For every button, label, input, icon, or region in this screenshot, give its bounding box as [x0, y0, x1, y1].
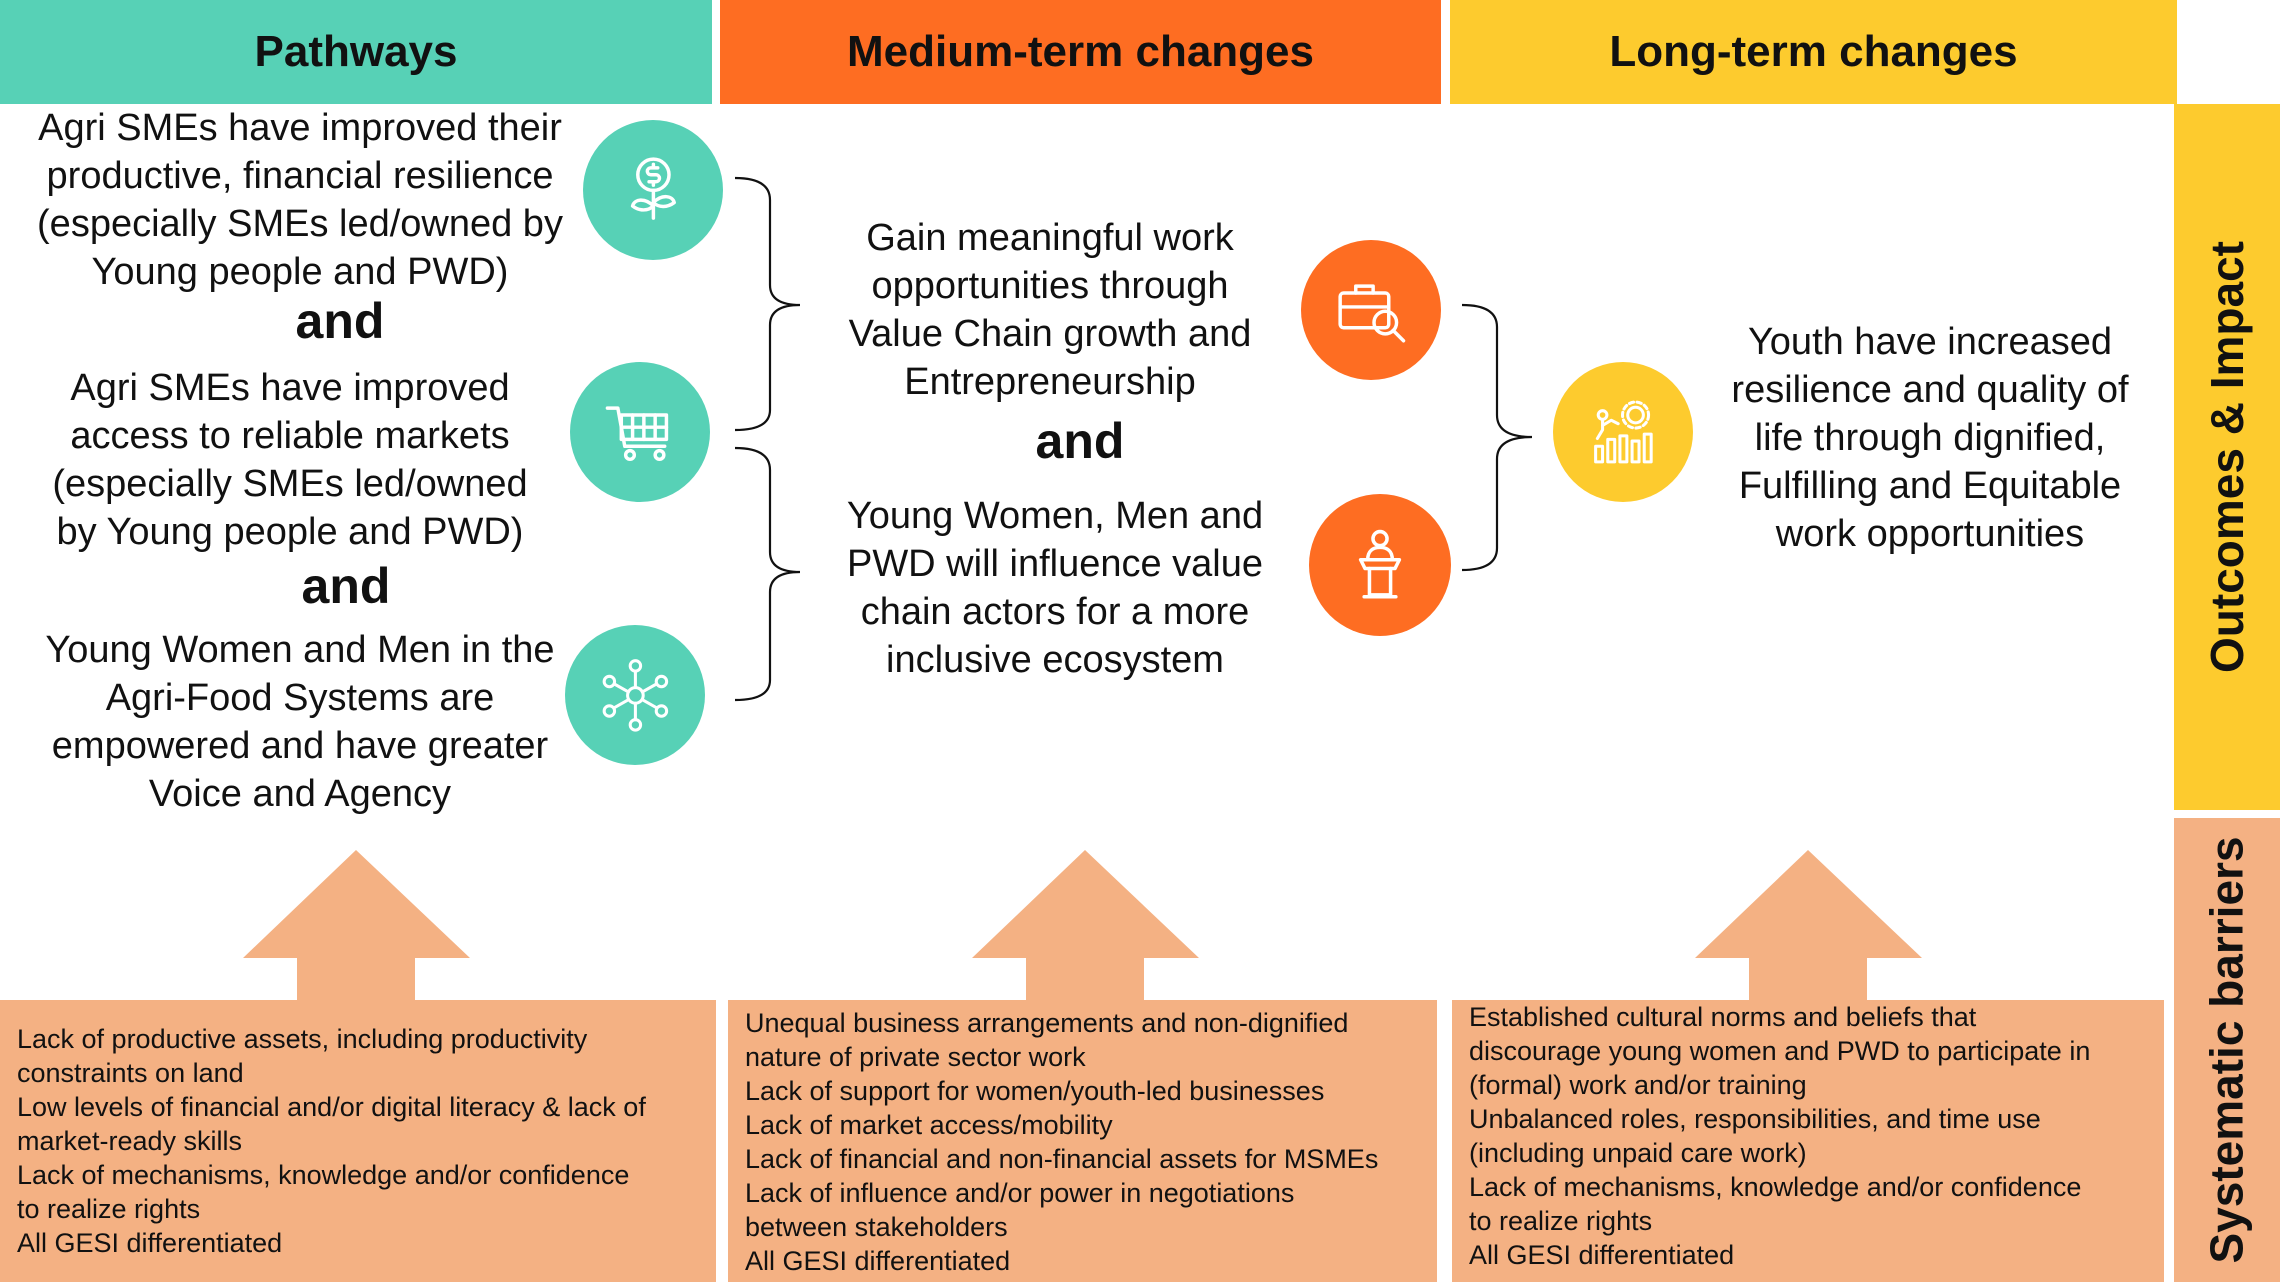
barrier-item: constraints on land	[17, 1058, 244, 1088]
long-1-line: resilience and quality of	[1731, 369, 2129, 411]
barrier-list-2: Unequal business arrangements and non-di…	[728, 1000, 1437, 1278]
barrier-item: (including unpaid care work)	[1469, 1138, 1807, 1168]
pathway-1-text: Agri SMEs have improved their productive…	[10, 104, 590, 296]
medium-1-line: opportunities through	[871, 265, 1229, 307]
barrier-item: market-ready skills	[17, 1126, 243, 1156]
medium-2-text: Young Women, Men and PWD will influence …	[805, 492, 1305, 684]
header-medium-label: Medium-term changes	[847, 27, 1314, 76]
pathway-2-line: by Young people and PWD)	[56, 511, 524, 553]
medium-2-line: PWD will influence value	[846, 543, 1264, 585]
side-outcomes-impact: Outcomes & Impact	[2174, 104, 2280, 810]
pathway-1-line: Young people and PWD)	[91, 251, 509, 293]
pathway-and-2: and	[301, 558, 391, 614]
long-1-text: Youth have increased resilience and qual…	[1690, 318, 2170, 558]
medium-1-line: Entrepreneurship	[904, 361, 1196, 403]
pathway-3-line: Voice and Agency	[148, 773, 452, 815]
barrier-arrow-1	[243, 850, 470, 1000]
briefcase-search-icon	[1301, 240, 1441, 380]
barrier-list-1: Lack of productive assets, including pro…	[0, 1000, 716, 1260]
barrier-item: Lack of market access/mobility	[745, 1110, 1113, 1140]
medium-1-line: Value Chain growth and	[848, 313, 1252, 355]
header-long-label: Long-term changes	[1609, 27, 2018, 76]
barrier-box-2: Unequal business arrangements and non-di…	[728, 1000, 1437, 1282]
barrier-item: Low levels of financial and/or digital l…	[17, 1092, 646, 1122]
long-1-line: Youth have increased	[1747, 321, 2113, 363]
barrier-item: Established cultural norms and beliefs t…	[1469, 1002, 1977, 1032]
pathway-2-line: (especially SMEs led/owned	[52, 463, 528, 505]
pathway-1-line: (especially SMEs led/owned by	[37, 203, 563, 245]
pathway-2-text: Agri SMEs have improved access to reliab…	[10, 364, 570, 556]
pathway-1-line: productive, financial resilience	[46, 155, 554, 197]
barrier-item: nature of private sector work	[745, 1042, 1086, 1072]
pathway-3-line: empowered and have greater	[51, 725, 549, 767]
barrier-box-3: Established cultural norms and beliefs t…	[1452, 1000, 2164, 1282]
barrier-item: Lack of influence and/or power in negoti…	[745, 1178, 1295, 1208]
barrier-item: discourage young women and PWD to partic…	[1469, 1036, 2091, 1066]
barrier-item: (formal) work and/or training	[1469, 1070, 1807, 1100]
header-pathways: Pathways	[0, 0, 712, 104]
barrier-item: All GESI differentiated	[1469, 1240, 1735, 1270]
medium-and: and	[1035, 413, 1125, 469]
medium-2-line: chain actors for a more	[860, 591, 1250, 633]
barrier-item: All GESI differentiated	[17, 1228, 283, 1258]
medium-bracket	[1461, 303, 1533, 572]
long-1-line: Fulfilling and Equitable	[1738, 465, 2122, 507]
barrier-arrow-2	[972, 850, 1199, 1000]
pathway-3-line: Young Women and Men in the	[45, 629, 555, 671]
barrier-item: Unequal business arrangements and non-di…	[745, 1008, 1349, 1038]
header-medium-term: Medium-term changes	[720, 0, 1441, 104]
medium-2-line: inclusive ecosystem	[886, 639, 1224, 681]
long-1-line: work opportunities	[1775, 513, 2085, 555]
barrier-item: to realize rights	[17, 1194, 201, 1224]
shopping-cart-icon	[570, 362, 710, 502]
pathway-2-line: access to reliable markets	[70, 415, 510, 457]
side-systematic-barriers: Systematic barriers	[2174, 818, 2280, 1282]
pathway-1-line: Agri SMEs have improved their	[38, 107, 562, 149]
pathways-bracket	[734, 176, 801, 702]
barrier-list-3: Established cultural norms and beliefs t…	[1452, 1000, 2164, 1272]
barrier-item: Unbalanced roles, responsibilities, and …	[1469, 1104, 2041, 1134]
long-1-line: life through dignified,	[1754, 417, 2106, 459]
barrier-item: All GESI differentiated	[745, 1246, 1011, 1276]
pathway-3-line: Agri-Food Systems are	[105, 677, 495, 719]
pathway-2-line: Agri SMEs have improved	[70, 367, 510, 409]
barrier-box-1: Lack of productive assets, including pro…	[0, 1000, 716, 1282]
header-long-term: Long-term changes	[1450, 0, 2177, 104]
pathway-3-text: Young Women and Men in the Agri-Food Sys…	[10, 626, 590, 818]
pathway-and-1: and	[295, 293, 385, 349]
medium-2-line: Young Women, Men and	[846, 495, 1264, 537]
growth-chart-gear-icon	[1553, 362, 1693, 502]
medium-1-line: Gain meaningful work	[866, 217, 1234, 259]
barrier-item: Lack of mechanisms, knowledge and/or con…	[17, 1160, 630, 1190]
money-plant-icon	[583, 120, 723, 260]
speaker-podium-icon	[1309, 494, 1451, 636]
barrier-item: Lack of productive assets, including pro…	[17, 1024, 588, 1054]
barrier-item: Lack of financial and non-financial asse…	[745, 1144, 1379, 1174]
barrier-item: Lack of mechanisms, knowledge and/or con…	[1469, 1172, 2082, 1202]
medium-1-text: Gain meaningful work opportunities throu…	[800, 214, 1300, 406]
barrier-arrow-3	[1695, 850, 1922, 1000]
barrier-item: Lack of support for women/youth-led busi…	[745, 1076, 1325, 1106]
header-pathways-label: Pathways	[254, 27, 458, 76]
network-people-icon	[565, 625, 705, 765]
barrier-item: to realize rights	[1469, 1206, 1653, 1236]
barrier-item: between stakeholders	[745, 1212, 1008, 1242]
